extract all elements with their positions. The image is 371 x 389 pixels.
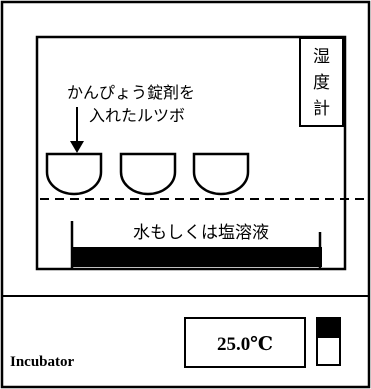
indicator-switch-fill (318, 319, 339, 338)
hygrometer-label-3: 計 (313, 99, 330, 119)
incubator-label: Incubator (10, 354, 75, 370)
hygrometer-label-2: 度 (313, 73, 330, 93)
crucible-2 (119, 152, 177, 196)
temperature-display-box (184, 317, 306, 368)
inner-chamber (35, 35, 347, 271)
tray-label: 水もしくは塩溶液 (133, 223, 269, 243)
crucible-label-line-2: 入れたルツボ (89, 106, 185, 125)
temperature-display-value: 25.0℃ (217, 334, 273, 355)
hygrometer-label-1: 湿 (313, 47, 330, 67)
crucible-1 (45, 152, 103, 196)
crucible-3 (192, 152, 250, 196)
crucible-label-line-1: かんぴょう錠剤を (67, 83, 195, 102)
liquid-bar (72, 247, 322, 267)
crucible-arrow-head (70, 141, 84, 153)
hygrometer-box (299, 37, 344, 127)
